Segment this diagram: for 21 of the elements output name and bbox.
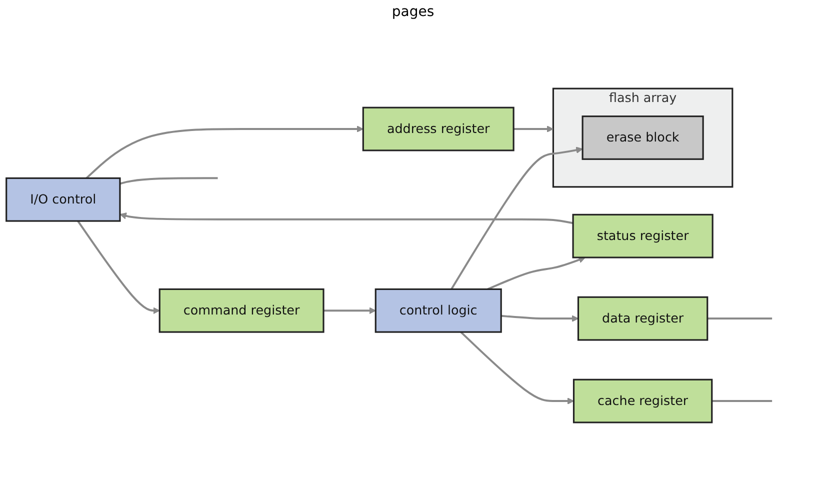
arrow	[450, 146, 583, 290]
connector	[120, 177, 218, 185]
arrow	[86, 126, 364, 179]
node-box: cache register	[572, 378, 713, 424]
arrow	[120, 212, 574, 224]
arrow	[77, 220, 160, 314]
connector	[707, 318, 772, 320]
node-box: command register	[158, 288, 324, 333]
arrow	[514, 126, 554, 132]
arrow	[324, 307, 376, 314]
node-box: address register	[362, 106, 514, 152]
arrow	[501, 314, 579, 322]
arrow	[487, 256, 586, 290]
node-box: I/O control	[6, 177, 121, 222]
connector	[712, 400, 772, 402]
node-box: data register	[577, 296, 708, 341]
arrow	[460, 331, 574, 405]
node-box: status register	[572, 214, 714, 258]
node-box: erase block	[582, 116, 704, 160]
node-box: control logic	[374, 288, 502, 333]
label: pages	[392, 4, 434, 20]
